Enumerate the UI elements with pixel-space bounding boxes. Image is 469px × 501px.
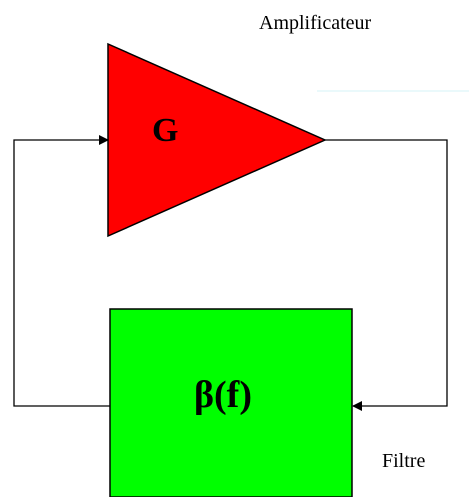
amplifier-label: Amplificateur: [259, 12, 372, 34]
output-to-filter-wire: [325, 139, 448, 411]
filter-label: Filtre: [382, 450, 426, 472]
amplifier-triangle: [107, 42, 327, 238]
gain-label: G: [152, 112, 179, 149]
filter-transfer-label: β(f): [194, 374, 252, 416]
feedback-wire: [13, 135, 110, 407]
